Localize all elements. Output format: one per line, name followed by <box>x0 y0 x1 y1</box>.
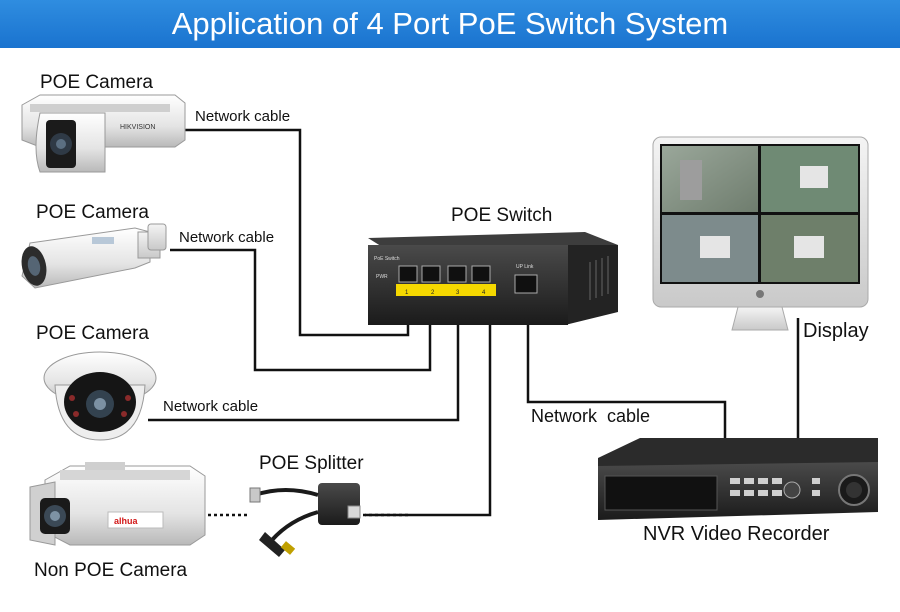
poe-splitter-image <box>249 483 361 557</box>
switch-port-1[interactable] <box>398 265 418 283</box>
cable-3-label: Network cable <box>163 398 259 415</box>
poe-camera-3-image <box>43 351 157 441</box>
switch-port-strip <box>396 284 496 296</box>
non-poe-camera-image: alhua <box>29 462 206 546</box>
cable-lines <box>148 128 800 517</box>
cable-camera-3 <box>148 310 460 422</box>
camera-4-brand: alhua <box>114 516 139 526</box>
monitor-feed-1 <box>662 146 758 212</box>
nvr-label: NVR Video Recorder <box>643 523 830 545</box>
port-number-3: 3 <box>456 290 460 296</box>
poe-camera-2-image <box>21 223 167 289</box>
cable-camera-1 <box>182 128 410 337</box>
poe-switch-image: PoE Switch PWR 1 2 3 4 UP Link <box>368 232 618 325</box>
poe-camera-1-image: HIKVISION <box>21 94 186 173</box>
port-number-1: 1 <box>405 290 409 296</box>
apple-logo-icon <box>756 290 764 298</box>
cable-camera-2 <box>170 248 432 372</box>
switch-port-3[interactable] <box>447 265 467 283</box>
nvr-control-knob <box>783 481 801 499</box>
poe-camera-3-label: POE Camera <box>36 323 149 344</box>
cable-2-label: Network cable <box>179 229 275 246</box>
cable-splitter <box>365 310 492 517</box>
poe-camera-2-label: POE Camera <box>36 202 149 223</box>
display-label: Display <box>803 320 869 342</box>
switch-panel-name: PoE Switch <box>374 256 400 262</box>
switch-uplink-label: UP Link <box>516 264 534 270</box>
non-poe-camera-label: Non POE Camera <box>34 560 188 581</box>
display-image <box>652 136 869 331</box>
cable-nvr-label: Network cable <box>531 406 651 426</box>
cable-1-label: Network cable <box>195 108 291 125</box>
switch-ports <box>398 265 538 294</box>
switch-uplink-port[interactable] <box>514 274 538 294</box>
page-title: Application of 4 Port PoE Switch System <box>0 0 900 48</box>
switch-power-label: PWR <box>376 274 388 280</box>
camera-1-brand: HIKVISION <box>120 124 155 131</box>
poe-switch-label: POE Switch <box>451 205 553 226</box>
nvr-image <box>598 438 878 520</box>
cable-nvr <box>526 318 727 440</box>
switch-port-4[interactable] <box>471 265 491 283</box>
port-number-2: 2 <box>431 290 435 296</box>
poe-camera-1-label: POE Camera <box>40 72 153 93</box>
switch-port-2[interactable] <box>421 265 441 283</box>
poe-splitter-label: POE Splitter <box>259 453 364 474</box>
port-number-4: 4 <box>482 290 486 296</box>
